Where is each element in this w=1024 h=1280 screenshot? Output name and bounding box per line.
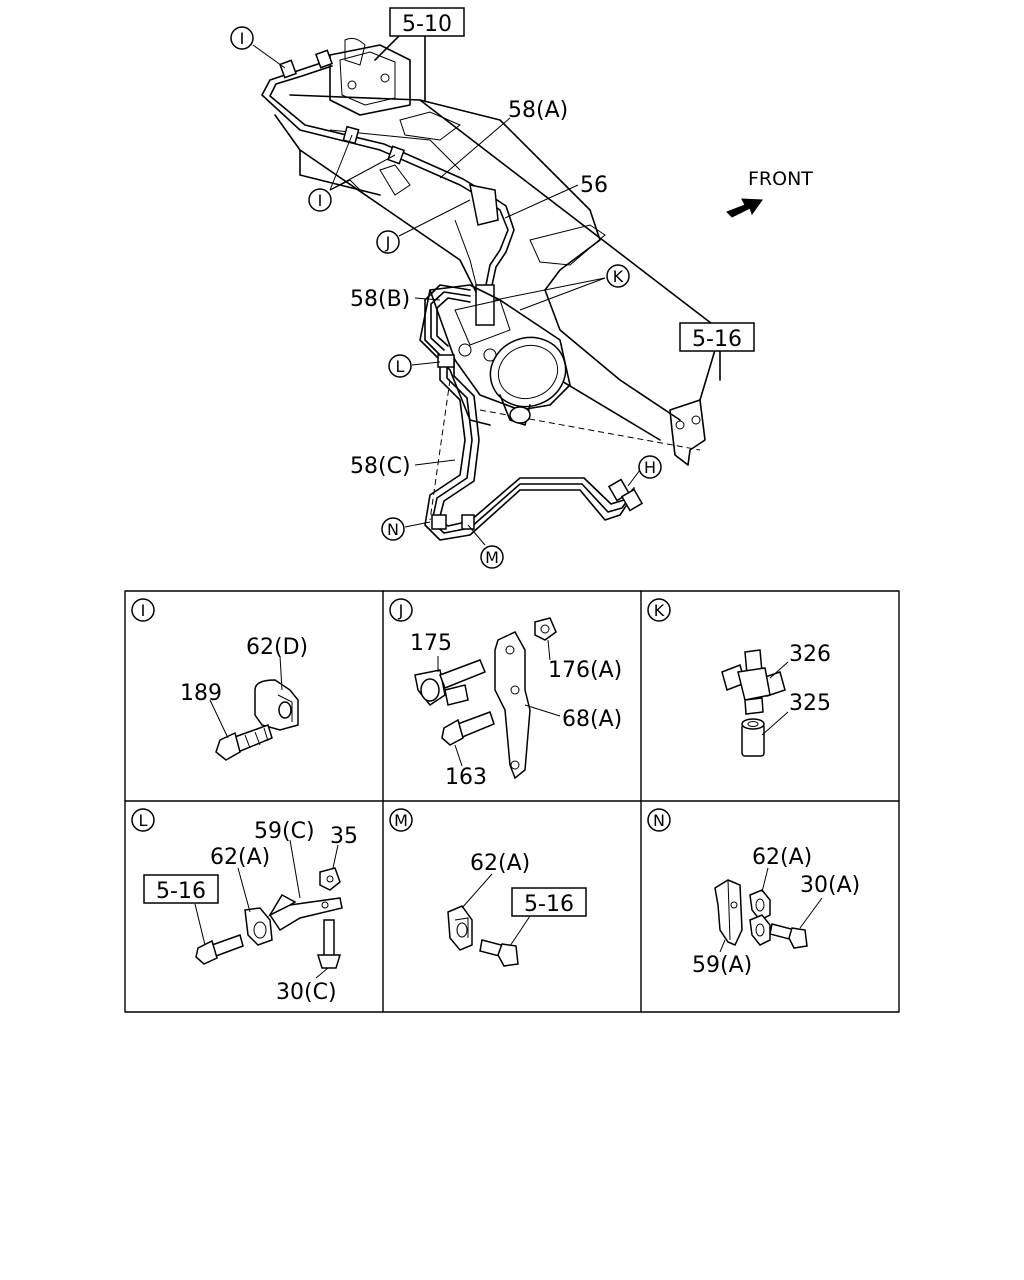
part-30c: 30(C) (276, 980, 337, 1005)
callout-l: L (388, 354, 412, 378)
detail-panels-grid (124, 590, 900, 1013)
part-62a-l: 62(A) (210, 845, 270, 870)
part-176a: 176(A) (548, 658, 622, 683)
label-56: 56 (580, 173, 608, 198)
callout-k: K (606, 264, 630, 288)
clip-62d (254, 679, 299, 731)
svg-text:5-16: 5-16 (692, 327, 742, 352)
main-assembly-view: FRONT 5-10 5-16 I I (230, 7, 813, 569)
detail-panel-i: I 62(D) 189 (131, 598, 308, 761)
callout-h: H (638, 455, 662, 479)
svg-text:N: N (653, 811, 665, 830)
pipe-58B (424, 284, 471, 356)
label-58a: 58(A) (508, 98, 568, 123)
clip-62a-m (447, 905, 473, 951)
bracket-516 (669, 349, 716, 466)
svg-text:J: J (385, 233, 391, 252)
ref-box-510: 5-10 (389, 7, 465, 37)
bolt-189 (215, 724, 273, 761)
fitting-175 (414, 659, 486, 707)
detail-panel-n: N 62(A) 30(A) 59(A) (647, 808, 860, 978)
part-325: 325 (789, 691, 831, 716)
svg-text:K: K (654, 601, 665, 620)
part-326: 326 (789, 642, 831, 667)
callout-m: M (480, 545, 504, 569)
svg-text:5-10: 5-10 (402, 12, 452, 37)
bracket-510 (329, 34, 426, 116)
detail-panel-l: L 5-16 59(C) 35 (131, 808, 358, 1005)
part-35: 35 (330, 824, 358, 849)
svg-text:L: L (396, 357, 405, 376)
tee-fitting-326 (721, 649, 786, 715)
front-label: FRONT (748, 168, 813, 190)
detail-panel-k: K 326 325 (647, 598, 831, 757)
fitting-h (607, 478, 644, 512)
svg-text:M: M (394, 811, 408, 830)
callout-i-top: I (230, 26, 254, 50)
bracket-68a (494, 631, 531, 780)
callout-j: J (376, 230, 400, 254)
part-163: 163 (445, 765, 487, 790)
svg-text:L: L (139, 811, 148, 830)
bolt-l-left (195, 934, 244, 965)
bolt-30c (316, 919, 342, 969)
bracket-59a (714, 879, 743, 946)
svg-text:K: K (613, 267, 624, 286)
clip-62a-n (749, 889, 771, 946)
svg-text:I: I (318, 191, 323, 210)
bracket-59c (268, 894, 343, 932)
label-58c: 58(C) (350, 454, 411, 479)
bolt-30a (769, 923, 808, 949)
ref-box-516-m: 5-16 (511, 887, 587, 917)
svg-text:I: I (240, 29, 245, 48)
pipe-58A (261, 49, 489, 201)
nut-35 (319, 867, 341, 891)
part-59a: 59(A) (692, 953, 752, 978)
detail-panel-m: M 5-16 62(A) (389, 808, 587, 967)
clip-62a-l (244, 907, 273, 946)
bolt-m (479, 939, 519, 967)
front-arrow-icon (726, 198, 763, 218)
ref-box-516-main: 5-16 (679, 322, 755, 352)
part-30a: 30(A) (800, 873, 860, 898)
part-175: 175 (410, 631, 452, 656)
svg-text:H: H (644, 458, 656, 477)
bolt-163 (441, 711, 495, 746)
svg-text:J: J (398, 601, 404, 620)
part-59c: 59(C) (254, 819, 315, 844)
nut-176a (534, 617, 557, 641)
detail-panel-j: J 175 176(A) 68(A) 163 (389, 598, 622, 790)
label-58b: 58(B) (350, 287, 410, 312)
svg-text:I: I (141, 601, 146, 620)
ref-box-516-l: 5-16 (143, 874, 219, 904)
part-62a-n: 62(A) (752, 845, 812, 870)
callout-n: N (381, 517, 405, 541)
svg-text:5-16: 5-16 (156, 879, 206, 904)
svg-text:M: M (485, 548, 499, 567)
sleeve-325 (741, 718, 765, 757)
part-68a: 68(A) (562, 707, 622, 732)
svg-text:5-16: 5-16 (524, 892, 574, 917)
part-189: 189 (180, 681, 222, 706)
part-62a-m: 62(A) (470, 851, 530, 876)
pipe-58C (424, 354, 644, 541)
callout-i-mid: I (308, 188, 332, 212)
part-62d: 62(D) (246, 635, 308, 660)
svg-text:N: N (387, 520, 399, 539)
